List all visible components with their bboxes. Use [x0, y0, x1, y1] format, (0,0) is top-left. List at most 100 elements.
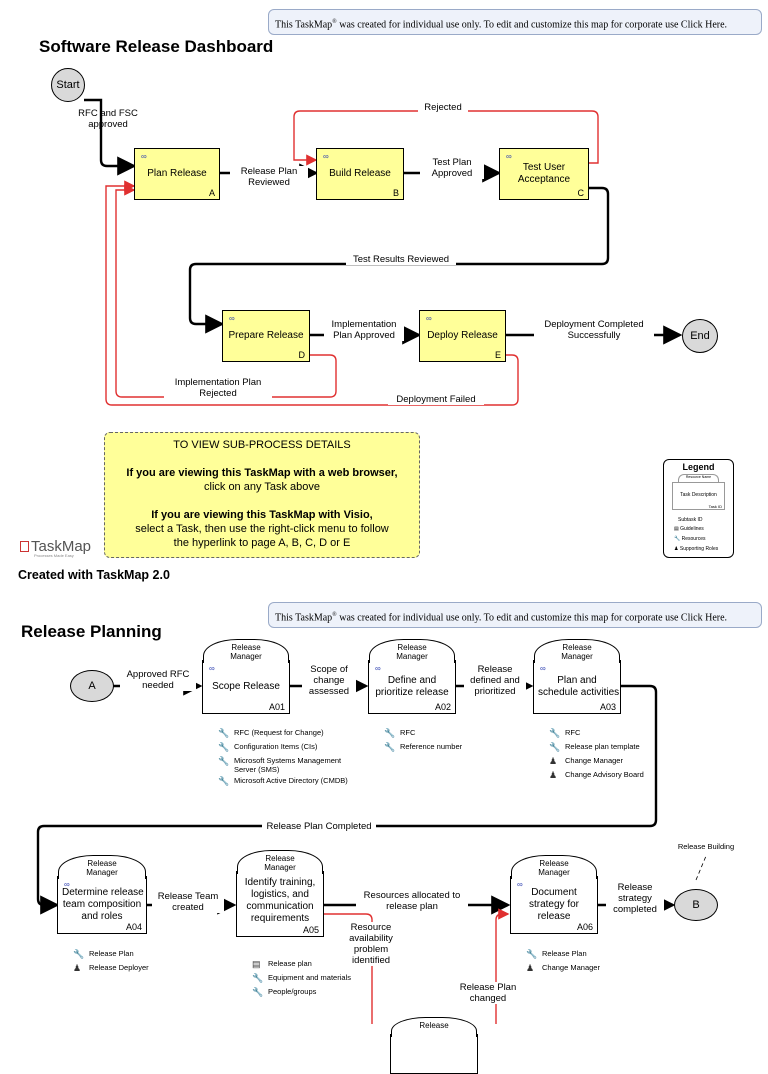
document-icon: ▤ — [252, 959, 261, 969]
label-implementation-plan-rejected: Implementation Plan Rejected — [164, 377, 272, 399]
resource-label: Microsoft Active Directory (CMDB) — [234, 776, 348, 785]
resource-item: 🔧Equipment and materials — [252, 971, 372, 985]
resources-a03: 🔧 RFC 🔧Release plan template ♟ Change Manage… — [549, 726, 669, 782]
label-resource-problem: Resource availability problem identified — [340, 922, 402, 966]
resource-item: 🔧 RFC — [384, 726, 504, 740]
resource-label: Reference number — [400, 742, 463, 751]
resource-item: ♟ Release Deployer — [73, 961, 193, 975]
task-build-release[interactable]: ∞ Build Release B — [316, 148, 404, 200]
hyperlink-icon: ∞ — [540, 664, 546, 673]
resource-item: 🔧 RFC (Request for Change) — [218, 726, 378, 740]
page-title: Software Release Dashboard — [39, 37, 274, 56]
task-a05-identify-requirements[interactable]: Release Manager Identify training, logis… — [236, 850, 324, 937]
wrench-icon: 🔧 — [252, 973, 264, 983]
taskmap-logo-icon — [20, 541, 29, 552]
label-resources-allocated: Resources allocated to release plan — [356, 890, 468, 912]
resource-label: Release Plan — [89, 949, 134, 958]
task-a01-scope-release[interactable]: Release Manager ∞ Scope Release A01 — [202, 639, 290, 714]
resource-item: 🔧 Release Plan — [526, 947, 646, 961]
corporate-use-banner[interactable]: This TaskMap® was created for individual… — [268, 9, 762, 35]
task-deploy-release[interactable]: ∞ Deploy Release E — [419, 310, 506, 362]
wrench-icon: 🔧 — [252, 987, 264, 997]
resource-item: 🔧 Microsoft Active Directory (CMDB) — [218, 774, 378, 788]
hyperlink-icon: ∞ — [209, 664, 215, 673]
label-release-plan-completed: Release Plan Completed — [262, 821, 376, 832]
resource-label: Release plan template — [565, 742, 640, 751]
resource-label: RFC — [400, 728, 416, 737]
resource-item: 🔧Release plan template — [549, 740, 669, 754]
resource-label: People/groups — [268, 987, 317, 996]
guidelines-icon: ▤ Guidelines — [674, 526, 704, 532]
task-a03-plan-schedule[interactable]: Release Manager ∞ Plan and schedule acti… — [533, 639, 621, 714]
task-prepare-release[interactable]: ∞ Prepare Release D — [222, 310, 310, 362]
resource-label: Release Plan — [542, 949, 587, 958]
hyperlink-icon: ∞ — [141, 152, 147, 161]
hyperlink-icon: ∞ — [229, 314, 235, 323]
resource-label: Change Advisory Board — [565, 770, 644, 779]
resource-item: 🔧 People/groups — [252, 985, 372, 999]
wrench-icon: 🔧 — [218, 776, 230, 786]
wrench-icon: 🔧 — [549, 728, 561, 738]
resources-a02: 🔧 RFC 🔧 Reference number — [384, 726, 504, 754]
wrench-icon: 🔧 — [218, 756, 230, 766]
hyperlink-icon: ∞ — [323, 152, 329, 161]
end-node-b[interactable]: B — [674, 889, 718, 921]
resource-item: 🔧 Reference number — [384, 740, 504, 754]
start-node[interactable]: Start — [51, 68, 85, 102]
wrench-icon: 🔧 — [218, 742, 230, 752]
task-a02-define-prioritize[interactable]: Release Manager ∞ Define and prioritize … — [368, 639, 456, 714]
resources-a05: ▤Release plan🔧Equipment and materials🔧Pe… — [252, 957, 372, 999]
resource-item: ♟ Change Manager — [549, 754, 669, 768]
resource-item: 🔧Configuration Items (CIs) — [218, 740, 378, 754]
section-title-release-planning: Release Planning — [21, 622, 162, 641]
wrench-icon: 🔧 — [218, 728, 230, 738]
resource-label: Change Manager — [565, 756, 623, 765]
taskmap-logo[interactable]: TaskMap Processes Made Easy — [20, 538, 106, 558]
task-a06-document-strategy[interactable]: Release Manager ∞ Document strategy for … — [510, 855, 598, 934]
end-node[interactable]: End — [682, 319, 718, 353]
person-icon: ♟ — [526, 963, 535, 973]
resource-item: ♟ Change Advisory Board — [549, 768, 669, 782]
resource-label: Microsoft Systems Management Server (SMS… — [234, 756, 342, 774]
legend: Legend Resource Name Task Description Ta… — [663, 459, 734, 558]
start-node-a[interactable]: A — [70, 670, 114, 702]
label-rejected: Rejected — [418, 102, 468, 113]
hyperlink-icon: ∞ — [426, 314, 432, 323]
resource-item: ♟Change Manager — [526, 961, 646, 975]
resource-item: ▤ Release plan — [252, 957, 372, 971]
label-implementation-plan-approved: Implementation Plan Approved — [324, 319, 404, 341]
task-plan-release[interactable]: ∞ Plan Release A — [134, 148, 220, 200]
resources-a01: 🔧 RFC (Request for Change) 🔧Configuration … — [218, 726, 378, 788]
task-test-user-acceptance[interactable]: ∞ Test User Acceptance C — [499, 148, 589, 200]
subprocess-instructions-note: TO VIEW SUB-PROCESS DETAILS If you are v… — [104, 432, 420, 558]
resource-label: RFC — [565, 728, 581, 737]
hyperlink-icon: ∞ — [375, 664, 381, 673]
label-release-building: Release Building — [677, 842, 735, 851]
resource-label: Release plan — [268, 959, 312, 968]
label-release-team-created: Release Team created — [152, 891, 224, 913]
hyperlink-icon: ∞ — [517, 880, 523, 889]
wrench-icon: 🔧 — [73, 949, 85, 959]
label-rfc-approved: RFC and FSC approved — [78, 108, 138, 130]
resources-a04: 🔧 Release Plan ♟ Release Deployer — [73, 947, 193, 975]
label-test-results-reviewed: Test Results Reviewed — [346, 254, 456, 265]
resource-item: 🔧 Microsoft Systems Management Server (SM… — [218, 754, 378, 774]
resource-item: 🔧 RFC — [549, 726, 669, 740]
person-icon: ♟ — [549, 770, 558, 780]
wrench-icon: 🔧 — [384, 728, 396, 738]
created-with-label: Created with TaskMap 2.0 — [18, 568, 170, 582]
supporting-roles-icon: ♟ Supporting Roles — [674, 546, 719, 552]
person-icon: ♟ — [549, 756, 558, 766]
label-strategy-completed: Release strategy completed — [606, 882, 664, 915]
label-deployment-failed: Deployment Failed — [388, 394, 484, 405]
corporate-use-banner-2[interactable]: This TaskMap® was created for individual… — [268, 602, 762, 628]
task-a04-team-composition[interactable]: Release Manager ∞ Determine release team… — [57, 855, 147, 934]
task-a07-partial[interactable]: Release — [390, 1017, 478, 1074]
label-scope-assessed: Scope of change assessed — [302, 664, 356, 697]
resources-a06: 🔧 Release Plan ♟Change Manager — [526, 947, 646, 975]
wrench-icon: 🔧 — [526, 949, 538, 959]
resource-label: RFC (Request for Change) — [234, 728, 324, 737]
person-icon: ♟ — [73, 963, 82, 973]
resource-label: Release Deployer — [89, 963, 149, 972]
wrench-icon: 🔧 — [384, 742, 396, 752]
